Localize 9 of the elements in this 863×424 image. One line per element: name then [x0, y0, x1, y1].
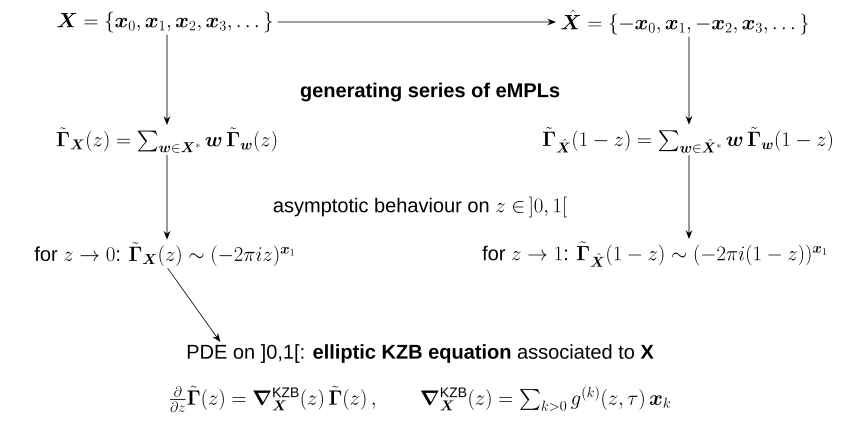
- formula-text: $\bm{X} = \{\bm{x}_0, \bm{x}_1, \bm{x}_2, \bm{x}_3, \dots\}$: [57, 12, 272, 32]
- formula-text: $\tilde{\bm{\Gamma}}_{\bm{X}}(z) = \sum_{\bm{w}\in\bm{X}^*} \bm{w}\,\tilde{\bm{\Gamma}}_{\bm{w}}(z)$: [56, 127, 276, 153]
- annotation-text: $\text{asymptotic behaviour on } z \in\, ]0,1[$: [274, 196, 567, 218]
- formula-text: $\text{for } z\to 1\text{: } \tilde{\bm{\Gamma}}_{\hat{\bm{X}}}(1-z) \sim (-2\pi i (1-z))^{\bm{x}_1}$: [482, 241, 826, 267]
- equation-text: PDE on ]0,1[: elliptic KZB equation associated to X $\tfrac{\partial}{\partial z}\tilde{\bm{\Gamma}}(z) = \bm{\nabla}^{\text{KZB}}_{\bm{X}}(z)\,\tilde{\bm{\Gamma}}(z)\,, \qquad \bm{\nabla}^{\text{KZB}}_{\bm{X}}(z) = \sum_{k>0} g^{(k)}(z,\tau)\,\bm{x}_k$: [170, 344, 670, 412]
- formula-text: $\hat{\bm{X}} = \{-\bm{x}_0, \bm{x}_1, -\bm{x}_2, \bm{x}_3, \dots\}$: [561, 10, 808, 34]
- formula-text: $\tilde{\bm{\Gamma}}_{\hat{\bm{X}}}(1-z) = \sum_{\bm{w}\in\hat{\bm{X}}^*} \bm{w}\,\tilde{\bm{\Gamma}}_{\bm{w}}(1-z)$: [542, 127, 832, 154]
- heading-text: generating series of eMPLs: [300, 82, 560, 102]
- formula-text: $\text{for } z\to 0\text{: } \tilde{\bm{\Gamma}}_{\bm{X}}(z) \sim (-2\pi i z)^{\bm{x}_1}$: [34, 242, 294, 266]
